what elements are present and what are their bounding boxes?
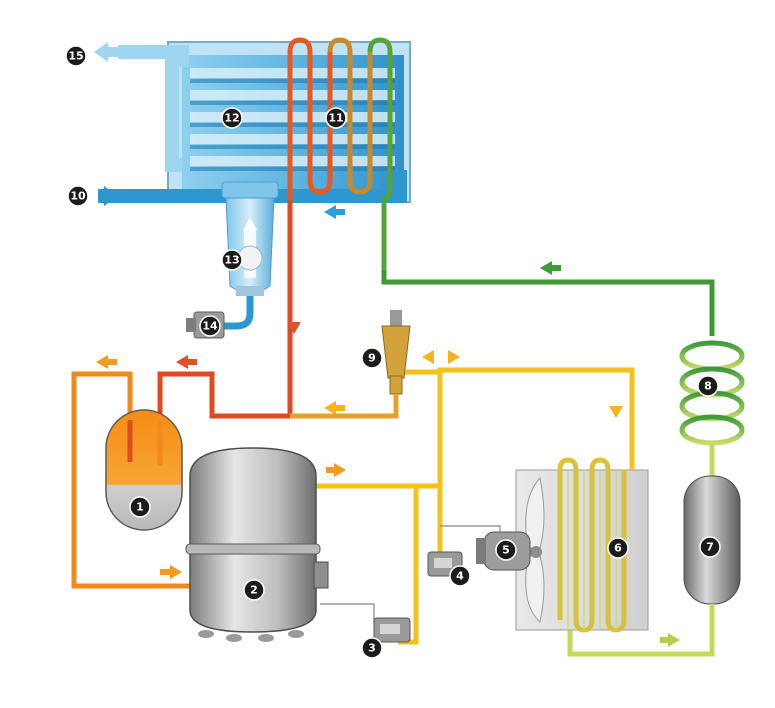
air-outlet-pipe: [118, 45, 189, 172]
condenser-fan: [525, 476, 545, 623]
svg-text:7: 7: [706, 541, 714, 554]
svg-text:9: 9: [368, 352, 376, 365]
label-5-badge: 5: [495, 539, 517, 561]
orange-flow-arrow-top: [96, 355, 108, 369]
liquid-separator: [105, 409, 183, 531]
label-7-badge: 7: [699, 536, 721, 558]
label-11-badge: 11: [325, 107, 347, 129]
liquid-line-lime: [567, 604, 715, 657]
label-2-badge: 2: [243, 579, 265, 601]
lime-flow-arrow: [668, 633, 680, 647]
green-flow-arrow: [540, 261, 552, 275]
yellow-flow-arrow-4: [609, 406, 623, 418]
hot-gas-bypass-valve: [381, 310, 411, 395]
yellow-flow-arrow-5: [324, 401, 336, 415]
label-13-badge: 13: [221, 249, 243, 271]
evaporator-coil: [287, 37, 393, 270]
label-15-badge: 15: [65, 45, 87, 67]
svg-text:12: 12: [224, 112, 239, 125]
svg-text:4: 4: [456, 570, 464, 583]
svg-text:8: 8: [704, 380, 712, 393]
orange-flow-arrow-bottom: [170, 565, 182, 579]
drain-pipe: [222, 296, 254, 330]
refrigerant-compressor: [185, 447, 329, 642]
bypass-to-junction-line: [290, 394, 399, 419]
svg-text:5: 5: [502, 544, 510, 557]
svg-text:10: 10: [70, 190, 86, 203]
air-inlet-pipe: [98, 170, 407, 203]
label-9-badge: 9: [361, 347, 383, 369]
svg-text:1: 1: [136, 501, 144, 514]
yellow-flow-arrow-2: [448, 350, 460, 364]
label-12-badge: 12: [221, 107, 243, 129]
svg-text:2: 2: [250, 584, 258, 597]
svg-text:14: 14: [202, 320, 218, 333]
label-3-badge: 3: [361, 637, 383, 659]
svg-text:11: 11: [328, 112, 343, 125]
air-inlet-arrow: [104, 186, 118, 206]
suction-line-orange: [71, 371, 196, 589]
evaporator-inlet-line: [157, 200, 293, 440]
label-10-badge: 10: [67, 185, 89, 207]
label-6-badge: 6: [607, 537, 629, 559]
label-14-badge: 14: [199, 315, 221, 337]
yellow-flow-arrow-3: [422, 350, 434, 364]
air-flow-arrow-bottom: [324, 205, 336, 219]
yellow-flow-arrow-1: [334, 463, 346, 477]
svg-text:13: 13: [224, 254, 239, 267]
label-1-badge: 1: [129, 496, 151, 518]
label-4-badge: 4: [449, 565, 471, 587]
svg-text:6: 6: [614, 542, 622, 555]
water-separator: [221, 181, 279, 296]
svg-text:15: 15: [68, 50, 83, 63]
red-flow-arrow-down: [287, 322, 301, 334]
svg-text:3: 3: [368, 642, 376, 655]
high-pressure-switch: [373, 617, 411, 643]
label-8-badge: 8: [697, 375, 719, 397]
suction-line-green: [381, 270, 715, 336]
capillary-coil: [679, 340, 745, 446]
red-flow-arrow-left: [176, 355, 188, 369]
